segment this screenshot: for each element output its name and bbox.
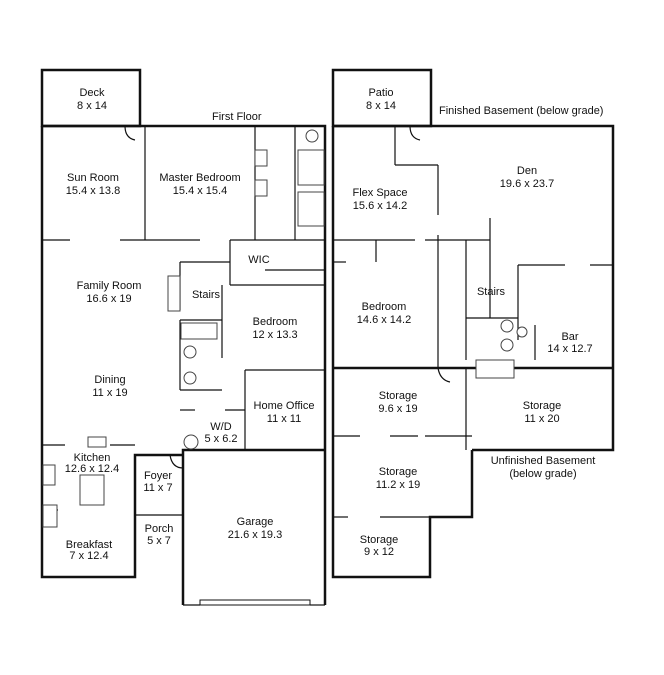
storage-4-name: Storage [360,534,399,546]
sun-room-name: Sun Room [67,172,119,184]
family-room-dims: 16.6 x 19 [86,293,131,305]
porch-name: Porch [145,523,174,535]
bar-dims: 14 x 12.7 [547,343,592,355]
storage-1-name: Storage [379,390,418,402]
foyer-name: Foyer [144,470,172,482]
family-room-name: Family Room [77,280,142,292]
garage-name: Garage [237,516,274,528]
kitchen-dims: 12.6 x 12.4 [65,463,119,475]
kitchen-name: Kitchen [74,452,111,464]
bedroom-basement-dims: 14.6 x 14.2 [357,314,411,326]
bar-name: Bar [561,331,578,343]
sun-room-dims: 15.4 x 13.8 [66,185,120,197]
garage-dims: 21.6 x 19.3 [228,529,282,541]
home-office-dims: 11 x 11 [267,413,301,425]
basement-plan [331,68,615,579]
garage-door [199,599,311,606]
patio-name: Patio [368,87,393,99]
unfinished-basement-subheading: (below grade) [509,468,576,480]
master-bedroom-dims: 15.4 x 15.4 [173,185,227,197]
storage-4-dims: 9 x 12 [364,546,394,558]
flex-space-name: Flex Space [352,187,407,199]
deck-name: Deck [79,87,105,99]
flex-space-dims: 15.6 x 14.2 [353,200,407,212]
first-floor-heading: First Floor [212,111,262,123]
stairs-basement-name: Stairs [477,286,506,298]
dining-name: Dining [94,374,125,386]
stairs-first-name: Stairs [192,289,221,301]
master-bedroom-name: Master Bedroom [159,172,240,184]
deck-dims: 8 x 14 [77,100,107,112]
den-dims: 19.6 x 23.7 [500,178,554,190]
storage-2-name: Storage [523,400,562,412]
first-floor-plan [40,68,327,606]
wd-name: W/D [210,421,231,433]
basement-outer-wall [331,124,615,579]
wic-name: WIC [248,254,269,266]
storage-3-dims: 11.2 x 19 [376,479,420,491]
den-name: Den [517,165,537,177]
finished-basement-heading: Finished Basement (below grade) [439,105,603,117]
breakfast-dims: 7 x 12.4 [69,550,108,562]
bedroom-basement-name: Bedroom [362,301,407,313]
home-office-name: Home Office [254,400,315,412]
patio-dims: 8 x 14 [366,100,396,112]
storage-3-name: Storage [379,466,418,478]
wd-dims: 5 x 6.2 [204,433,237,445]
first-floor-outer-wall [40,124,327,605]
storage-1-dims: 9.6 x 19 [378,403,417,415]
bedroom-first-dims: 12 x 13.3 [252,329,297,341]
unfinished-basement-heading: Unfinished Basement [491,455,596,467]
breakfast-name: Breakfast [66,539,112,551]
storage-2-dims: 11 x 20 [524,413,559,425]
bedroom-first-name: Bedroom [253,316,298,328]
porch-dims: 5 x 7 [147,535,171,547]
foyer-dims: 11 x 7 [143,482,172,494]
dining-dims: 11 x 19 [92,387,127,399]
